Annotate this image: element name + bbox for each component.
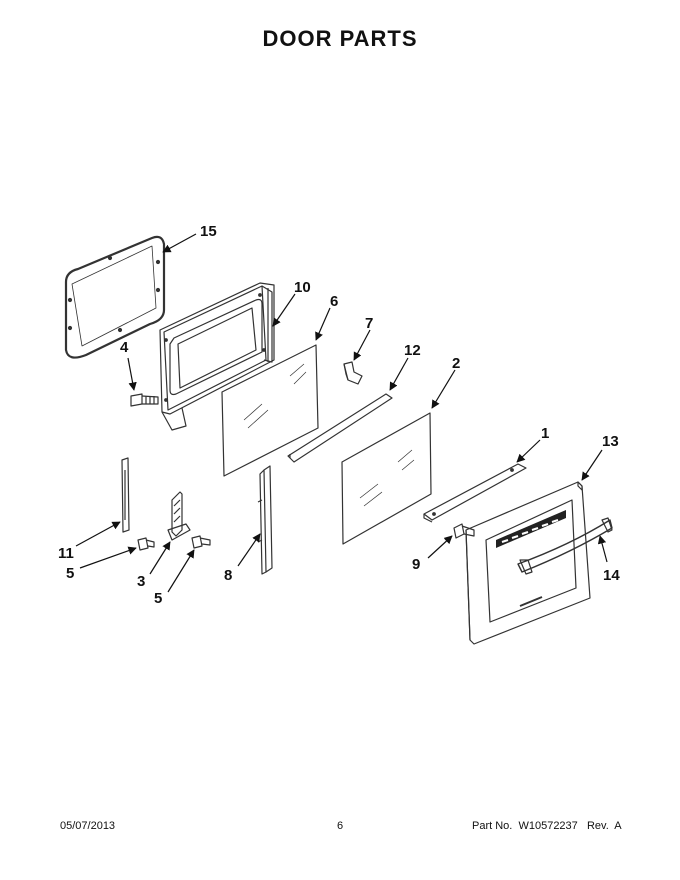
leader-5a — [79, 546, 137, 569]
callout-5b: 5 — [154, 590, 162, 607]
inner-door-glass — [221, 344, 319, 477]
leader-3 — [149, 541, 171, 575]
hinge-screw-small — [137, 537, 155, 551]
door-side-channel — [257, 465, 273, 575]
callout-2: 2 — [452, 355, 460, 372]
hinge-screw-small-2 — [191, 535, 211, 549]
callout-1: 1 — [541, 425, 549, 442]
callout-13: 13 — [602, 433, 619, 450]
leader-11 — [75, 521, 121, 547]
leader-8 — [237, 533, 261, 567]
callout-8: 8 — [224, 567, 232, 584]
leader-9 — [427, 535, 453, 559]
callout-4: 4 — [120, 339, 129, 356]
leader-1 — [516, 439, 541, 463]
callout-11: 11 — [58, 545, 74, 562]
door-hinge — [167, 491, 191, 541]
footer-page-number: 6 — [337, 820, 344, 832]
leader-15 — [162, 233, 197, 253]
footer-date: 05/07/2013 — [60, 820, 116, 832]
hinge-screw — [130, 393, 159, 407]
leader-5b — [167, 549, 195, 593]
glass-retainer-strip — [287, 393, 393, 463]
callout-14: 14 — [603, 567, 620, 584]
handle-screw — [453, 523, 475, 539]
callout-6: 6 — [330, 293, 338, 310]
glass-bracket — [343, 361, 363, 385]
leader-7 — [353, 329, 371, 361]
page-title: DOOR PARTS — [262, 26, 418, 51]
callout-7: 7 — [365, 315, 373, 332]
footer-part-number: Part No. W10572237 Rev. A — [472, 820, 622, 832]
callout-5a: 5 — [66, 565, 74, 582]
leader-4 — [127, 357, 137, 391]
callout-12: 12 — [404, 342, 421, 359]
door-trim — [423, 463, 527, 523]
leader-10 — [272, 293, 296, 327]
inner-door-liner — [159, 282, 275, 431]
callout-3: 3 — [137, 573, 145, 590]
door-gasket — [64, 235, 166, 359]
leader-6 — [315, 307, 331, 341]
door-handle — [517, 517, 613, 575]
callout-9: 9 — [412, 556, 420, 573]
leader-12 — [389, 357, 409, 391]
leader-14 — [597, 535, 608, 563]
hinge-receiver — [121, 457, 130, 533]
outer-door-glass — [341, 412, 432, 545]
leader-13 — [581, 449, 603, 481]
callout-15: 15 — [200, 223, 217, 240]
callout-10: 10 — [294, 279, 311, 296]
leader-2 — [431, 369, 456, 409]
outer-door-panel — [465, 481, 591, 645]
